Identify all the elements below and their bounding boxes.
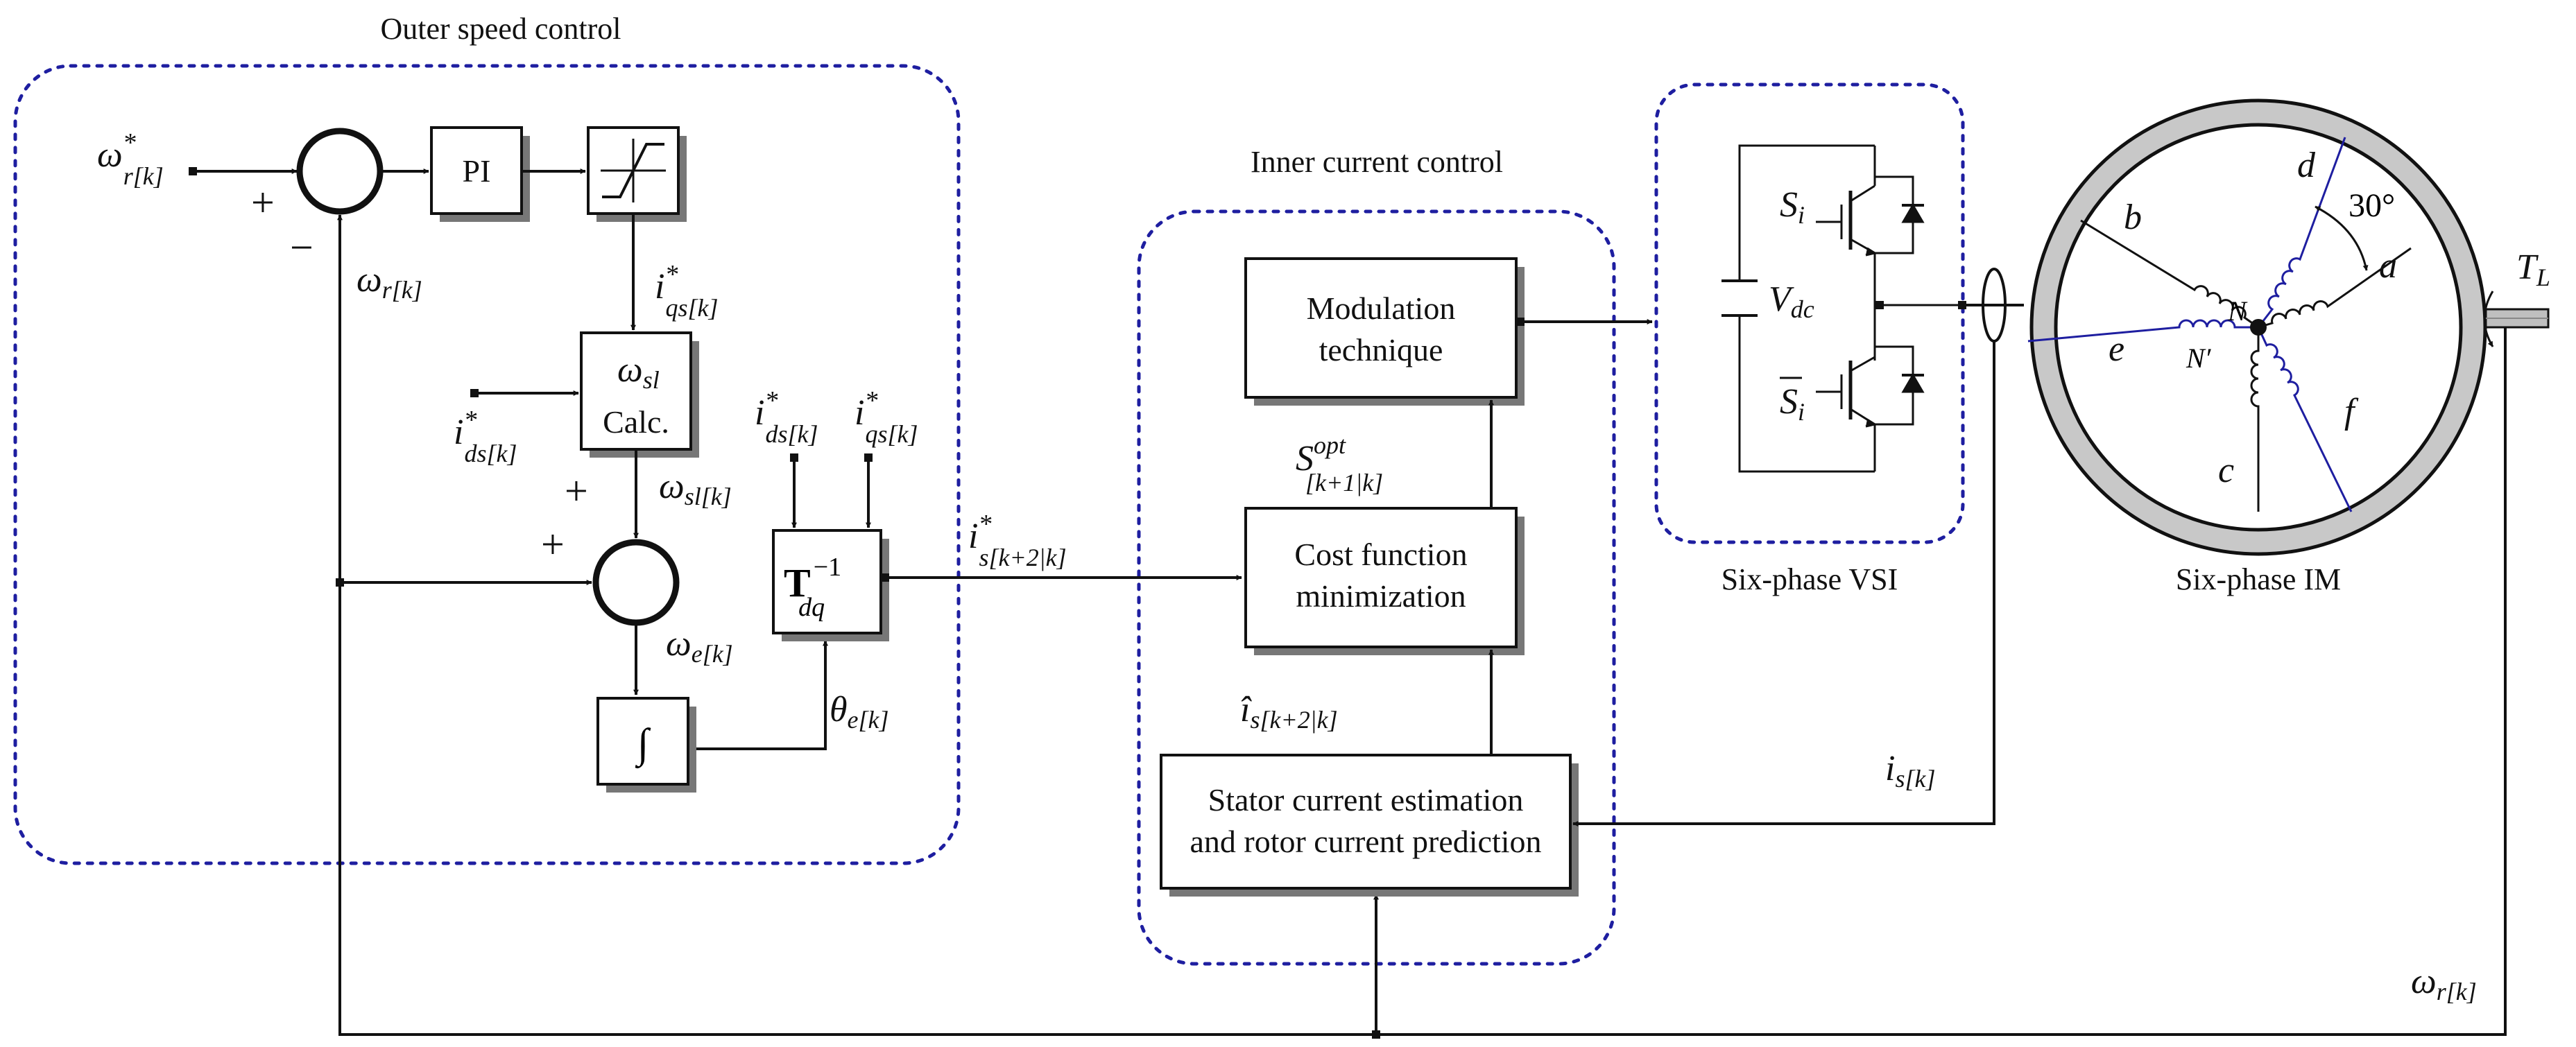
speed-ref-terminal bbox=[189, 167, 197, 175]
stator-estimator-block bbox=[1160, 754, 1572, 890]
modulation-block bbox=[1244, 257, 1518, 399]
is-ref-label: i*s[k+2|k] bbox=[968, 510, 1067, 571]
modulation-label-line2: technique bbox=[1319, 332, 1443, 367]
outer-speed-control-region bbox=[13, 64, 961, 865]
neutral-n-prime-label: N′ bbox=[2186, 343, 2212, 374]
ids-ref-terminal bbox=[470, 389, 479, 397]
cost-function-block bbox=[1244, 507, 1518, 648]
switch-bottom-label: Si bbox=[1780, 382, 1805, 426]
wire-current-feedback bbox=[1572, 341, 1995, 827]
cost-function-label-line1: Cost function bbox=[1294, 537, 1467, 572]
tdq-output-terminal bbox=[881, 573, 889, 582]
sum2-plus-left-sign: + bbox=[541, 521, 565, 567]
sum2-plus-top-sign: + bbox=[565, 468, 588, 514]
is-meas-label: is[k] bbox=[1885, 749, 1935, 793]
vsi-output-node bbox=[1875, 301, 1884, 309]
six-phase-im-label: Six-phase IM bbox=[2176, 562, 2341, 596]
wire-theta-to-tdq bbox=[696, 640, 828, 750]
phase-d-label: d bbox=[2297, 146, 2316, 185]
phase-c-label: c bbox=[2218, 451, 2234, 490]
switch-top-label: Si bbox=[1780, 185, 1805, 229]
six-phase-vsi-region bbox=[1654, 83, 1965, 544]
stator-estimator-label-line2: and rotor current prediction bbox=[1190, 824, 1541, 859]
load-torque-label: TL bbox=[2516, 248, 2550, 291]
angle-label: 30° bbox=[2349, 187, 2395, 224]
cost-function-label-line2: minimization bbox=[1296, 578, 1466, 614]
six-phase-vsi-label: Six-phase VSI bbox=[1721, 562, 1898, 596]
integrator-label: ∫ bbox=[635, 720, 651, 769]
sum1-minus-sign: − bbox=[290, 225, 314, 270]
outer-speed-control-title: Outer speed control bbox=[381, 12, 621, 46]
stator-estimator-label-line1: Stator current estimation bbox=[1208, 782, 1524, 817]
induction-machine bbox=[2027, 98, 2550, 556]
wsl-label: ωsl[k] bbox=[659, 467, 732, 510]
inverse-transform-block bbox=[772, 529, 882, 634]
modulation-output-terminal bbox=[1516, 318, 1525, 326]
modulation-label-line1: Modulation bbox=[1307, 291, 1456, 326]
integrator-block bbox=[596, 697, 689, 786]
inner-current-control-title: Inner current control bbox=[1251, 145, 1503, 179]
is-hat-label: îs[k+2|k] bbox=[1240, 690, 1338, 734]
ids-ref-label: i*ds[k] bbox=[454, 406, 517, 467]
iqs-ref2-terminal bbox=[864, 453, 873, 462]
inverter-circuit bbox=[1721, 144, 1963, 473]
s-opt-label: Sopt[k+1|k] bbox=[1296, 431, 1383, 496]
ids-ref2-label: i*ds[k] bbox=[755, 386, 818, 448]
iqs-ref2-label: i*qs[k] bbox=[855, 386, 918, 448]
current-sensor-terminal bbox=[1958, 301, 1966, 309]
summing-junction-electrical bbox=[592, 539, 680, 626]
neutral-n-label: N bbox=[2227, 295, 2248, 327]
vdc-label: Vdc bbox=[1769, 279, 1814, 323]
sum1-plus-sign: + bbox=[251, 180, 275, 225]
wire-speed-feedback-loop bbox=[337, 214, 2507, 1036]
iqs-ref-label: i*qs[k] bbox=[655, 260, 718, 322]
pi-block bbox=[430, 126, 523, 215]
ids-ref2-terminal bbox=[790, 453, 798, 462]
pi-block-label: PI bbox=[463, 153, 491, 189]
we-label: ωe[k] bbox=[666, 624, 733, 668]
phase-e-label: e bbox=[2109, 329, 2124, 369]
slip-calc-label-line2: Calc. bbox=[603, 404, 669, 440]
wr-meas-label: ωr[k] bbox=[2411, 962, 2477, 1005]
saturation-icon bbox=[601, 139, 666, 202]
theta-label: θe[k] bbox=[830, 690, 889, 734]
phase-a-label: a bbox=[2379, 246, 2397, 286]
speed-ref-label: ω*r[k] bbox=[97, 128, 164, 190]
slip-calc-block bbox=[580, 331, 692, 451]
summing-junction-speed bbox=[296, 128, 384, 215]
phase-b-label: b bbox=[2124, 198, 2142, 237]
slip-calc-label-line1: ωsl bbox=[617, 350, 660, 394]
wr-fb-label: ωr[k] bbox=[357, 260, 422, 304]
